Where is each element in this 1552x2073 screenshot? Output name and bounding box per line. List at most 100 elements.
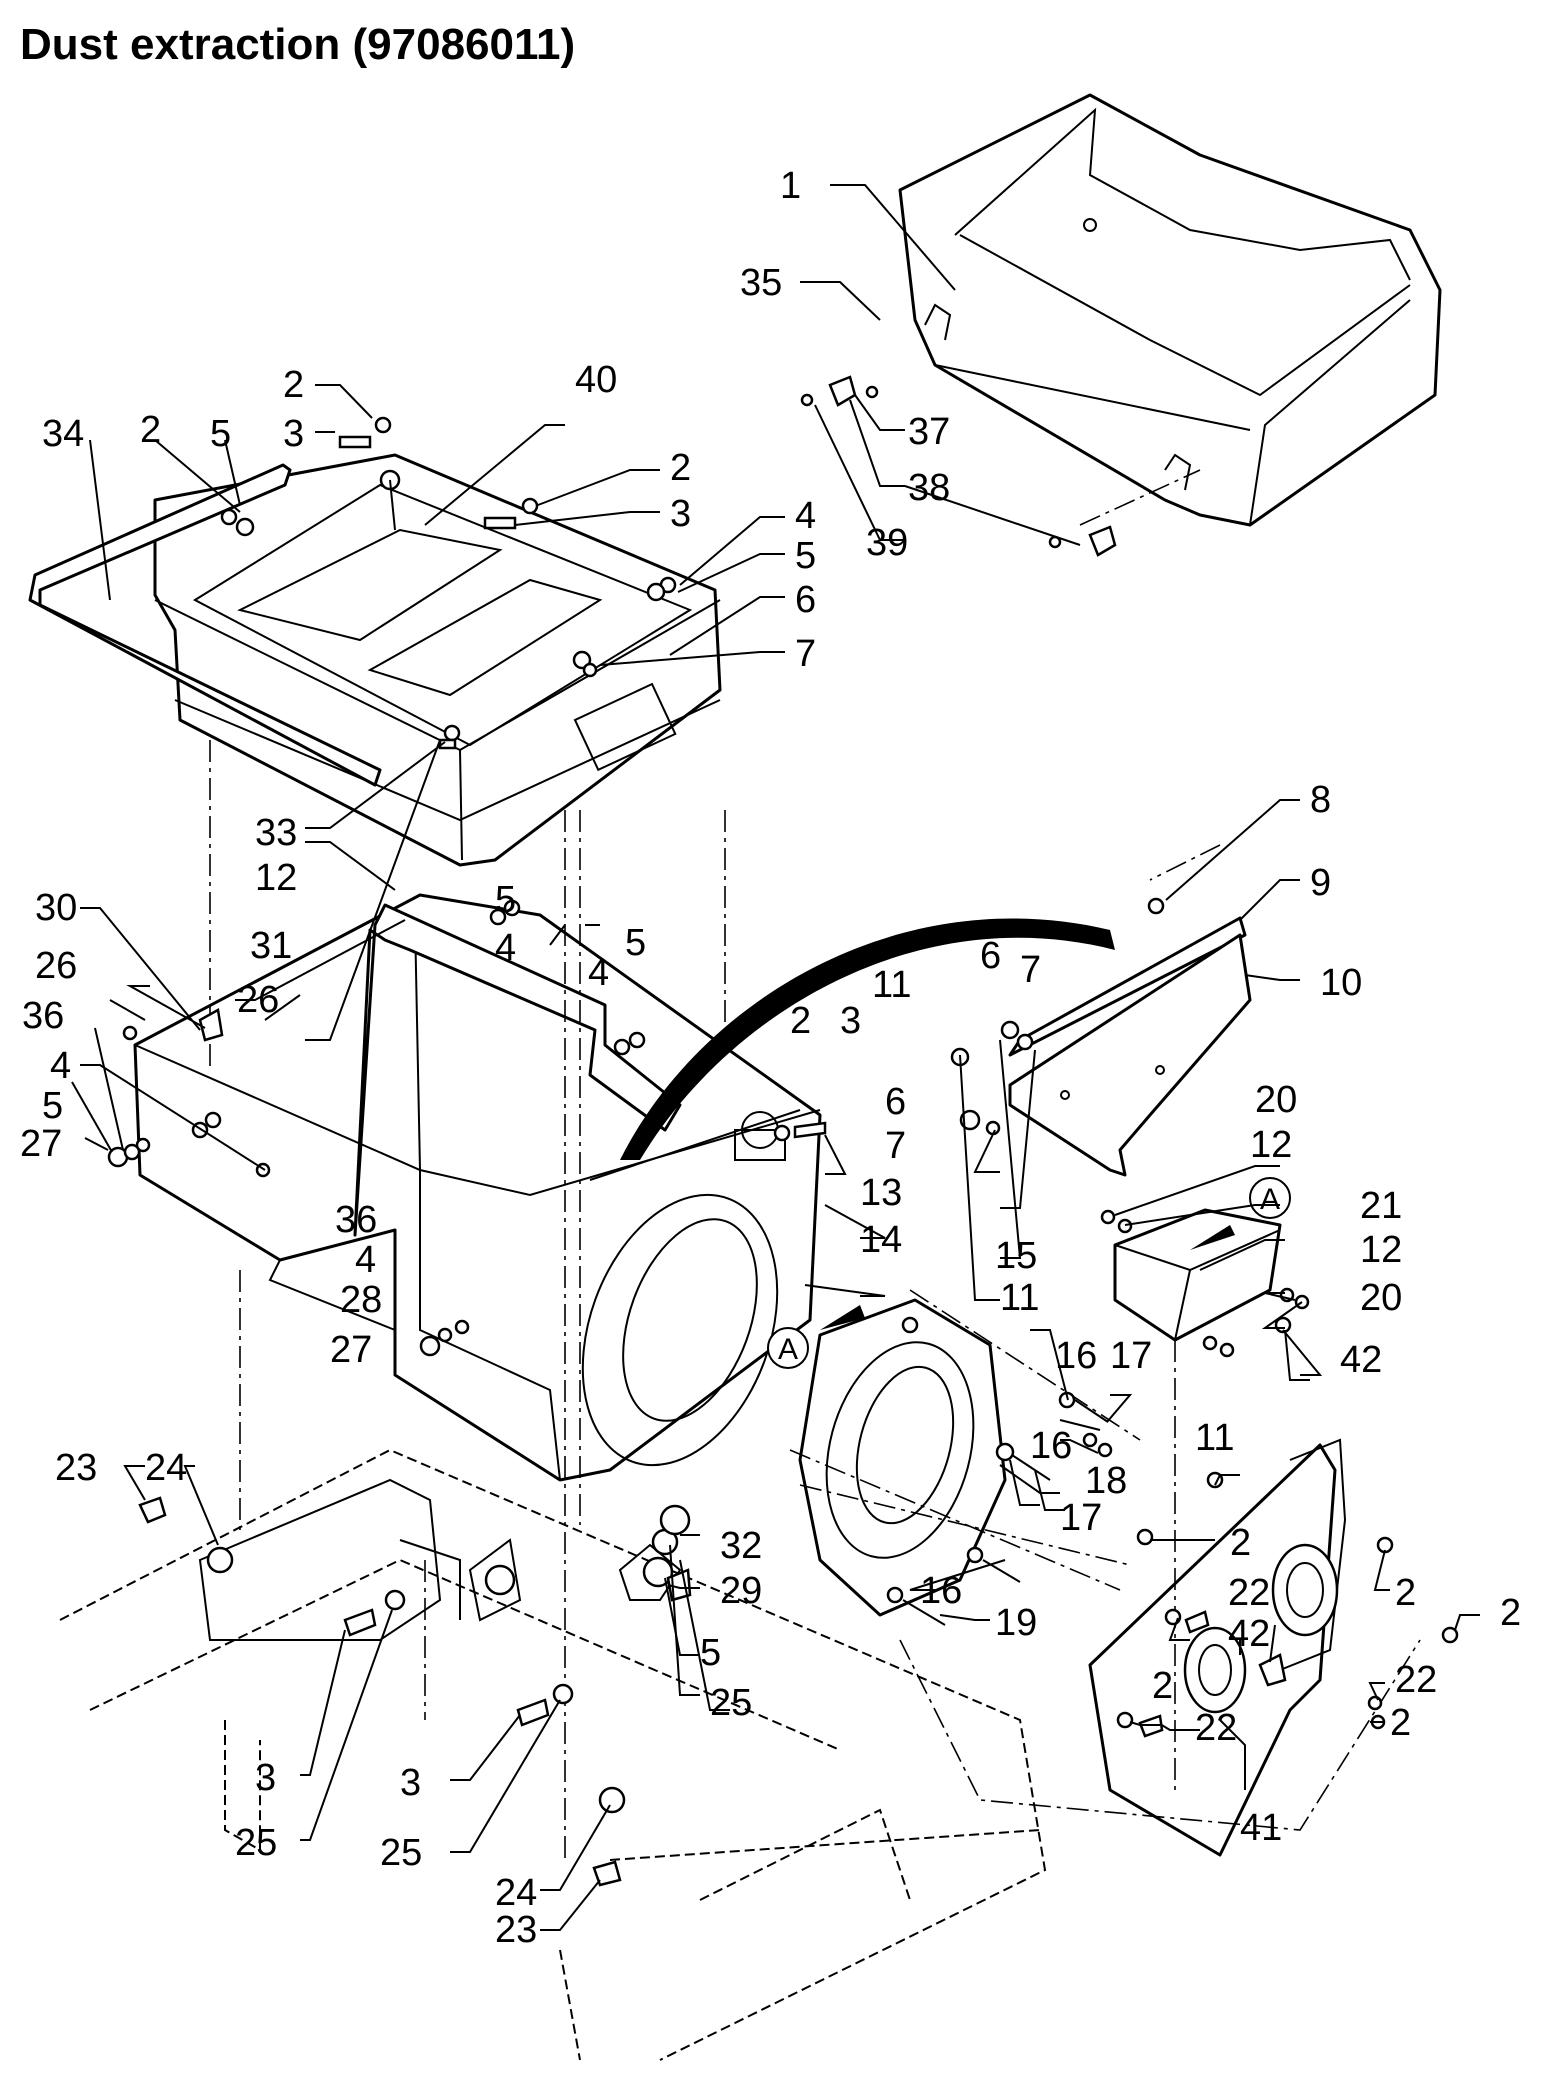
- callout-2-d: 2: [790, 1000, 811, 1042]
- callout-5-d: 5: [625, 922, 646, 964]
- callout-5-b: 5: [795, 535, 816, 577]
- callout-17-a: 17: [1110, 1335, 1152, 1377]
- callout-3-d: 3: [255, 1757, 276, 1799]
- callout-38: 38: [908, 467, 950, 509]
- alignment-lines: [209, 469, 1421, 1860]
- callout-5-a: 5: [210, 413, 231, 455]
- callout-22-c: 22: [1195, 1707, 1237, 1749]
- part-21-bracket: [1113, 1208, 1282, 1342]
- callout-40: 40: [575, 359, 617, 401]
- callout-2-b: 2: [140, 409, 161, 451]
- part-41-pulley-plate: [1088, 1438, 1347, 1857]
- callout-16-a: 16: [1055, 1335, 1097, 1377]
- callout-17-b: 17: [1060, 1497, 1102, 1539]
- callout-19: 19: [995, 1602, 1037, 1644]
- callout-24-b: 24: [495, 1872, 537, 1914]
- svg-text:A: A: [1260, 1183, 1280, 1216]
- callout-2-g: 2: [1500, 1592, 1521, 1634]
- callout-20-a: 20: [1255, 1079, 1297, 1121]
- callout-42-b: 42: [1228, 1613, 1270, 1655]
- callout-4-e: 4: [355, 1239, 376, 1281]
- callout-3-b: 3: [670, 493, 691, 535]
- callout-14: 14: [860, 1219, 902, 1261]
- callout-4-a: 4: [795, 495, 816, 537]
- callout-9: 9: [1310, 862, 1331, 904]
- callout-30: 30: [35, 887, 77, 929]
- svg-text:A: A: [778, 1333, 798, 1366]
- callout-5-f: 5: [700, 1632, 721, 1674]
- callout-12-c: 12: [1360, 1229, 1402, 1271]
- fan-scroll-plate: [798, 1298, 1007, 1617]
- callout-42-a: 42: [1340, 1339, 1382, 1381]
- callout-7-a: 7: [795, 633, 816, 675]
- callout-27-a: 27: [20, 1123, 62, 1165]
- callout-15: 15: [995, 1235, 1037, 1277]
- callout-11-c: 11: [1195, 1417, 1234, 1459]
- callout-4-c: 4: [588, 952, 609, 994]
- callout-22-a: 22: [1228, 1572, 1270, 1614]
- callout-25-b: 25: [235, 1822, 277, 1864]
- callout-2-f: 2: [1395, 1572, 1416, 1614]
- callout-22-b: 22: [1395, 1659, 1437, 1701]
- hardware-items: [107, 375, 1459, 1887]
- callout-32: 32: [720, 1525, 762, 1567]
- view-a-marker-top: A: [1249, 1177, 1291, 1219]
- assembly-arrow: [620, 918, 1115, 1160]
- callout-26-b: 26: [237, 979, 279, 1021]
- callout-5-c: 5: [495, 879, 516, 921]
- callout-28: 28: [340, 1279, 382, 1321]
- callout-24-a: 24: [145, 1447, 187, 1489]
- callout-36-a: 36: [22, 995, 64, 1037]
- callout-6-c: 6: [885, 1081, 906, 1123]
- callout-34: 34: [42, 413, 84, 455]
- callout-2-i: 2: [1390, 1702, 1411, 1744]
- part-13-fan-housing: [133, 893, 822, 1482]
- callout-2-h: 2: [1152, 1665, 1173, 1707]
- callout-41: 41: [1240, 1807, 1282, 1849]
- callout-25-a: 25: [710, 1682, 752, 1724]
- callout-6-a: 6: [795, 579, 816, 621]
- callout-16-b: 16: [1030, 1425, 1072, 1467]
- callout-11-a: 11: [872, 964, 911, 1006]
- callout-33: 33: [255, 812, 297, 854]
- callout-5-e: 5: [42, 1085, 63, 1127]
- callout-27-b: 27: [330, 1329, 372, 1371]
- part-10-deflector: [1008, 933, 1252, 1177]
- callout-36-b: 36: [335, 1199, 377, 1241]
- callout-7-c: 7: [885, 1125, 906, 1167]
- callout-11-b: 11: [1000, 1277, 1039, 1319]
- callout-10: 10: [1320, 962, 1362, 1004]
- callout-23-a: 23: [55, 1447, 97, 1489]
- part-40-filter-box: [153, 453, 722, 867]
- callout-2-c: 2: [670, 447, 691, 489]
- callout-labels: 1 35 37 38 39 2 40 34 2 5 3 2 3 4 5 6 7 …: [20, 165, 1521, 1951]
- callout-6-b: 6: [980, 935, 1001, 977]
- callout-31: 31: [250, 925, 292, 967]
- callout-3-e: 3: [400, 1762, 421, 1804]
- callout-4-d: 4: [50, 1045, 71, 1087]
- callout-23-b: 23: [495, 1909, 537, 1951]
- part-1-container-tray: [898, 93, 1442, 527]
- callout-1: 1: [780, 165, 801, 207]
- page-title: Dust extraction (97086011): [20, 20, 576, 69]
- callout-25-c: 25: [380, 1832, 422, 1874]
- view-a-marker-bottom: A: [767, 1305, 865, 1369]
- callout-7-b: 7: [1020, 949, 1041, 991]
- callout-26-a: 26: [35, 945, 77, 987]
- callout-29: 29: [720, 1570, 762, 1612]
- leader-lines: [71, 184, 1480, 1931]
- callout-3-c: 3: [840, 1000, 861, 1042]
- callout-2-a: 2: [283, 364, 304, 406]
- callout-4-b: 4: [495, 927, 516, 969]
- callout-20-b: 20: [1360, 1277, 1402, 1319]
- callout-35: 35: [740, 262, 782, 304]
- callout-37: 37: [908, 411, 950, 453]
- callout-12-a: 12: [255, 857, 297, 899]
- callout-8: 8: [1310, 779, 1331, 821]
- callout-16-c: 16: [920, 1570, 962, 1612]
- callout-18: 18: [1085, 1460, 1127, 1502]
- callout-13: 13: [860, 1172, 902, 1214]
- callout-3-a: 3: [283, 413, 304, 455]
- callout-2-e: 2: [1230, 1522, 1251, 1564]
